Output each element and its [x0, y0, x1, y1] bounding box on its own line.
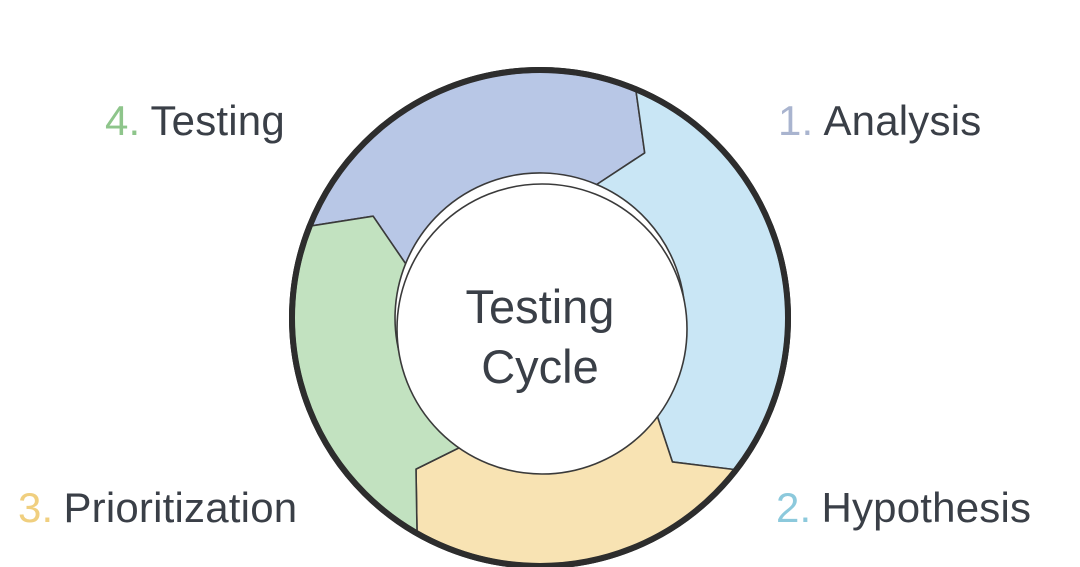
center-title-line-2: Cycle	[481, 340, 599, 393]
step-label-testing: 4.Testing	[105, 100, 285, 142]
step-name-analysis: Analysis	[823, 97, 982, 144]
step-label-hypothesis: 2.Hypothesis	[776, 487, 1031, 529]
step-name-prioritization: Prioritization	[63, 484, 298, 531]
center-title-line-1: Testing	[465, 280, 615, 333]
step-number-3: 3.	[18, 484, 54, 531]
step-number-2: 2.	[776, 484, 812, 531]
step-number-4: 4.	[105, 97, 141, 144]
center-circle	[396, 183, 688, 475]
step-name-testing: Testing	[150, 97, 285, 144]
step-name-hypothesis: Hypothesis	[821, 484, 1032, 531]
step-number-1: 1.	[778, 97, 814, 144]
outer-ring-outline	[289, 67, 791, 567]
step-label-analysis: 1.Analysis	[778, 100, 981, 142]
step-label-prioritization: 3.Prioritization	[18, 487, 297, 529]
